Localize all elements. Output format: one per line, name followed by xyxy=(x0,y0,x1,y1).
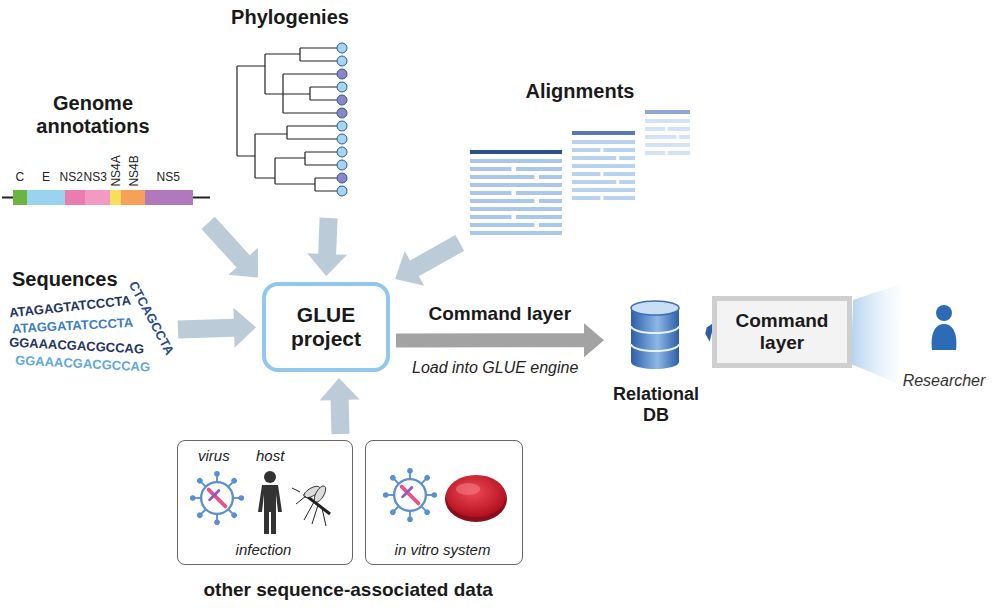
alignment-header xyxy=(572,131,635,135)
input-arrow xyxy=(202,217,259,278)
node-title: Relational DB xyxy=(610,384,702,425)
node-title: GLUE project xyxy=(272,303,380,351)
node-title: Researcher xyxy=(900,372,988,390)
alignment-row xyxy=(572,140,635,144)
alignment-row xyxy=(470,167,511,171)
phylogeny-tree xyxy=(237,43,347,196)
alignment-row xyxy=(470,199,534,203)
alignment-row xyxy=(572,172,600,176)
access-beam xyxy=(851,284,902,384)
genome-bar xyxy=(2,190,210,205)
alignment-row xyxy=(645,127,665,131)
alignment-row xyxy=(470,183,562,187)
alignment-row xyxy=(619,180,635,184)
alignment-row xyxy=(470,215,511,219)
process-box: GLUE project xyxy=(262,282,390,372)
load-arrow xyxy=(396,323,604,357)
input-arrow xyxy=(178,308,256,348)
node-title: Command layer xyxy=(723,310,841,354)
alignment-row xyxy=(645,119,690,123)
phylogeny-panel: Phylogenies xyxy=(225,6,359,206)
alignment-row xyxy=(604,172,636,176)
node-title: in vitro system xyxy=(366,541,519,558)
edge-label: Command layer xyxy=(427,303,574,325)
alignment-row xyxy=(572,196,600,200)
alignment-row xyxy=(572,188,635,192)
node-title: virus xyxy=(198,447,230,464)
database-node: Relational DB xyxy=(610,296,706,434)
node-title: Genome annotations xyxy=(28,92,158,138)
infection-illustration xyxy=(190,471,330,534)
node-text: infection xyxy=(178,541,349,558)
alignment-row xyxy=(470,223,534,227)
alignment-row xyxy=(470,191,511,195)
node-text: host xyxy=(256,447,284,464)
researcher-figure xyxy=(932,305,957,350)
alignment-panels xyxy=(470,110,690,235)
gene-label: C xyxy=(16,171,25,185)
gene-label: NS4A xyxy=(109,155,123,186)
input-arrow xyxy=(395,235,464,286)
input-arrow xyxy=(320,378,360,434)
alignment-row xyxy=(572,148,600,152)
alignment-header xyxy=(470,150,562,154)
alignment-row xyxy=(645,135,677,139)
gene-label: NS3 xyxy=(84,171,107,185)
alignment-row xyxy=(604,148,636,152)
gene-label: NS4B xyxy=(127,155,141,186)
alignment-row xyxy=(572,164,635,168)
alignment-row xyxy=(470,207,562,211)
alignment-row xyxy=(645,151,665,155)
data-box: in vitro system xyxy=(365,440,523,565)
alignment-row xyxy=(516,167,562,171)
gene-label: NS5 xyxy=(157,171,180,185)
researcher-node: Researcher xyxy=(900,300,992,396)
edge-note: Load into GLUE engine xyxy=(412,359,578,377)
alignment-row xyxy=(668,127,691,131)
alignment-row xyxy=(539,199,562,203)
genome-panel: Genome annotations xyxy=(8,92,213,217)
alignment-row xyxy=(539,175,562,179)
alignment-row xyxy=(470,231,562,235)
alignment-row xyxy=(572,180,616,184)
sequence-text: GGAAACGACGCCAG xyxy=(14,353,150,375)
alignment-row xyxy=(539,223,562,227)
alignment-row xyxy=(679,135,690,139)
alignment-row xyxy=(604,196,636,200)
in-vitro-illustration xyxy=(383,468,507,522)
node-title: Phylogenies xyxy=(225,6,355,29)
alignment-row xyxy=(516,215,562,219)
alignment-row xyxy=(645,143,690,147)
alignment-row xyxy=(572,156,616,160)
alignment-row xyxy=(470,175,534,179)
alignment-row xyxy=(516,191,562,195)
command-box: Command layer xyxy=(712,296,852,368)
group-heading: other sequence-associated data xyxy=(204,579,493,601)
node-title: Alignments xyxy=(505,80,655,103)
database-icon xyxy=(631,301,679,369)
gene-label: NS2 xyxy=(60,171,83,185)
alignment-header xyxy=(645,110,690,114)
alignment-row xyxy=(668,151,691,155)
gene-label: E xyxy=(42,171,50,185)
data-box: virus host infection xyxy=(177,440,353,565)
alignment-row xyxy=(619,156,635,160)
alignment-row xyxy=(470,159,562,163)
alignment-panel: Alignments xyxy=(465,80,695,240)
input-arrow xyxy=(307,218,347,276)
